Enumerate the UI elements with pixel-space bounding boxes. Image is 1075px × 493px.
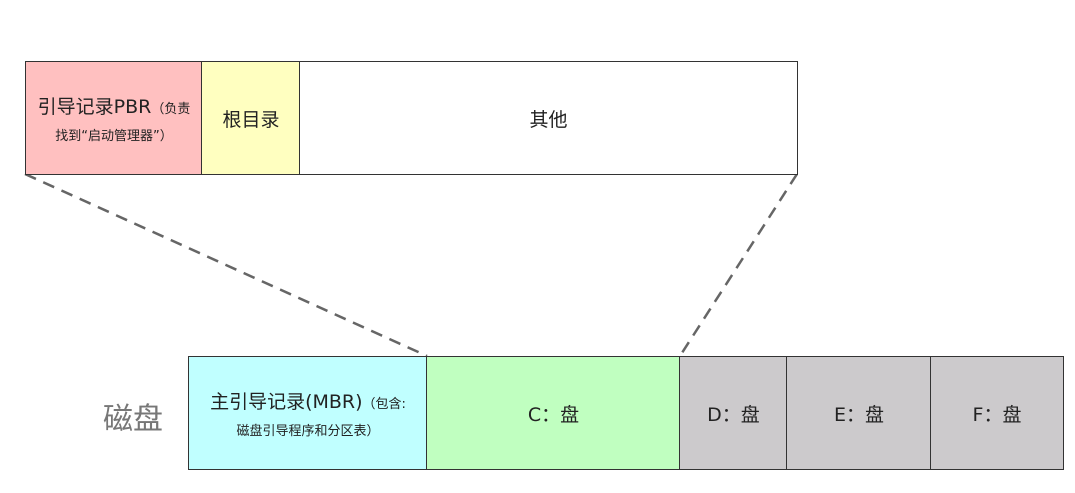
disk-label: 磁盘 [103,402,163,437]
partition-d-label: D：盘 [707,403,760,426]
pbr-note-1: （负责 [151,102,191,117]
mbr-title: 主引导记录(MBR) [210,391,363,413]
pbr-block: 引导记录PBR（负责 找到“启动管理器”） [25,61,203,175]
dashed-connector-right [678,173,799,357]
partition-e-label: E：盘 [833,403,884,426]
partition-e: E：盘 [786,356,932,470]
partition-f-label: F：盘 [972,403,1022,426]
other-block: 其他 [299,61,798,175]
root-directory-block: 根目录 [201,61,301,175]
mbr-note-1: （包含: [362,397,406,412]
pbr-note-2: 找到“启动管理器”） [55,129,173,144]
partition-f: F：盘 [930,356,1064,470]
partition-c-label: C：盘 [527,403,580,426]
partition-d: D：盘 [679,356,788,470]
root-directory-label: 根目录 [222,108,280,131]
partition-c: C：盘 [426,356,681,470]
pbr-title: 引导记录PBR [37,96,152,118]
mbr-block: 主引导记录(MBR)（包含: 磁盘引导程序和分区表） [188,356,428,470]
other-label: 其他 [529,108,568,131]
mbr-note-2: 磁盘引导程序和分区表） [236,424,380,439]
dashed-connector-left [24,172,428,358]
